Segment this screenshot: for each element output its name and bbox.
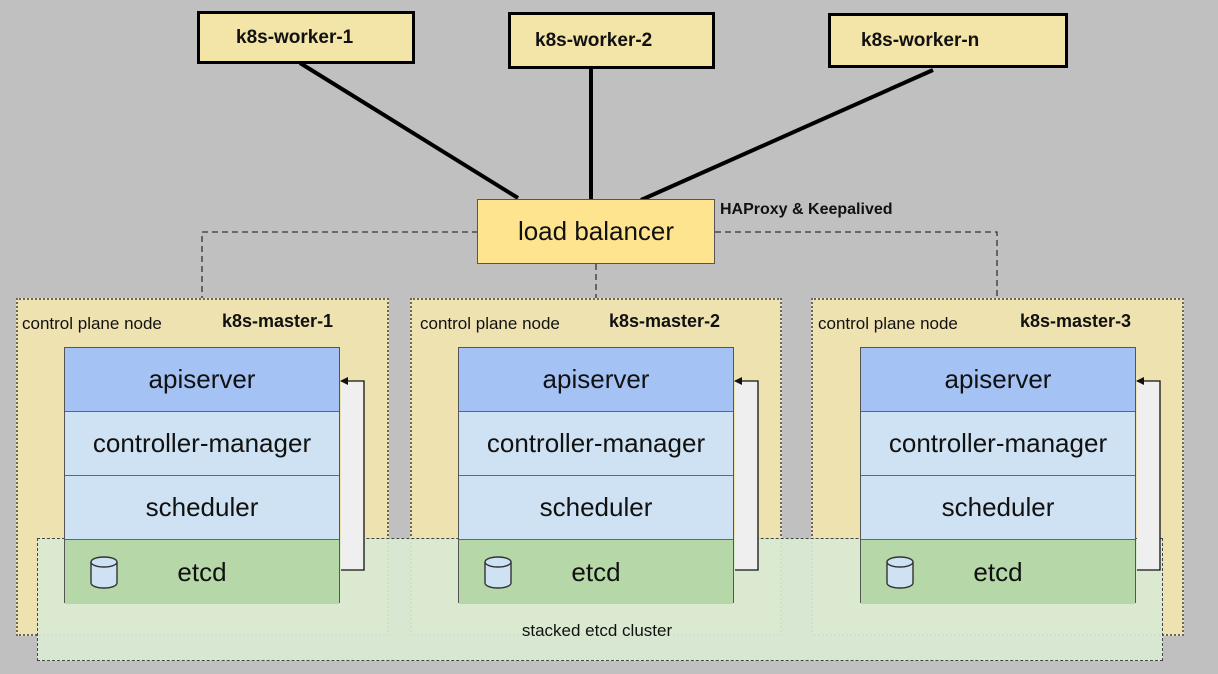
control-plane-node-label: control plane node [420, 314, 560, 333]
worker-node-n: k8s-worker-n [828, 13, 1068, 68]
master-name: k8s-master-2 [609, 311, 721, 331]
scheduler-component: scheduler [459, 476, 733, 540]
master-1-components: apiserver controller-manager scheduler e… [64, 347, 340, 604]
apiserver-component: apiserver [459, 348, 733, 412]
etcd-api-arrow-3 [1136, 377, 1161, 571]
scheduler-component: scheduler [861, 476, 1135, 540]
controller-manager-component: controller-manager [861, 412, 1135, 476]
etcd-api-arrow-2 [734, 377, 759, 571]
apiserver-component: apiserver [65, 348, 339, 412]
scheduler-component: scheduler [65, 476, 339, 540]
etcd-component: etcd [459, 540, 733, 604]
controller-manager-component: controller-manager [459, 412, 733, 476]
load-balancer: load balancer [477, 199, 715, 264]
master-3-components: apiserver controller-manager scheduler e… [860, 347, 1136, 604]
worker-node-1: k8s-worker-1 [197, 11, 415, 64]
lb-master-3-link [715, 231, 998, 348]
control-plane-node-label: control plane node [818, 314, 958, 333]
worker-n-link [640, 68, 934, 202]
master-name: k8s-master-3 [1020, 311, 1132, 331]
apiserver-component: apiserver [861, 348, 1135, 412]
worker-1-link [298, 61, 520, 200]
database-icon [90, 556, 118, 589]
database-icon [886, 556, 914, 589]
master-name: k8s-master-1 [222, 311, 334, 331]
controller-manager-component: controller-manager [65, 412, 339, 476]
master-2-components: apiserver controller-manager scheduler e… [458, 347, 734, 604]
etcd-label: etcd [973, 556, 1023, 587]
worker-node-2: k8s-worker-2 [508, 12, 715, 69]
database-icon [484, 556, 512, 589]
etcd-cluster-label: stacked etcd cluster [521, 621, 673, 640]
etcd-component: etcd [861, 540, 1135, 604]
etcd-label: etcd [571, 556, 621, 587]
etcd-component: etcd [65, 540, 339, 604]
etcd-api-arrow-1 [340, 377, 365, 571]
load-balancer-note: HAProxy & Keepalived [720, 201, 893, 218]
control-plane-node-label: control plane node [22, 314, 162, 333]
etcd-label: etcd [177, 556, 227, 587]
